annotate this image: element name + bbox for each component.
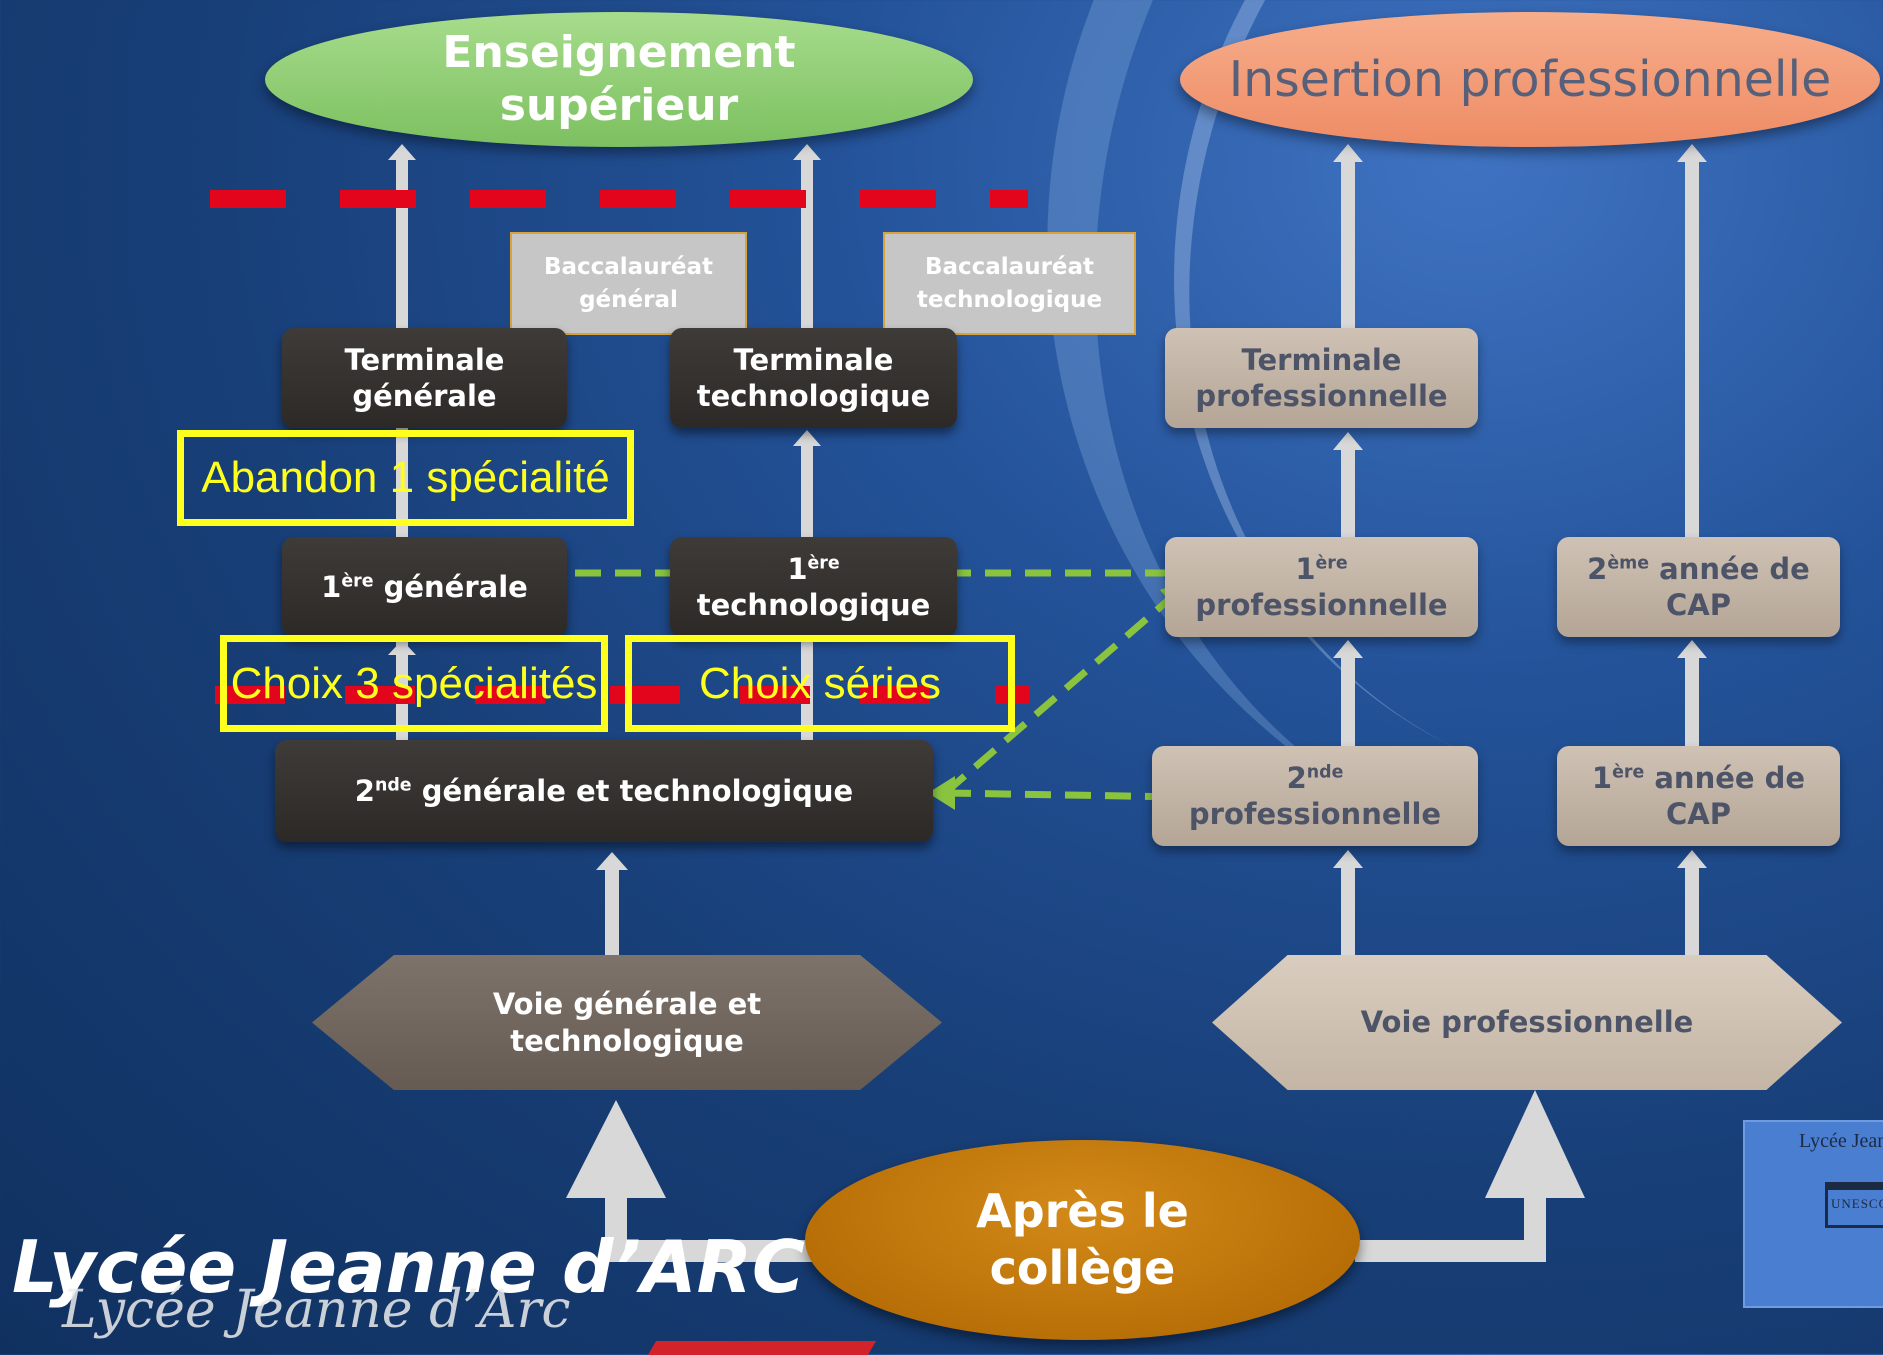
seconde-pro-sup: nde	[1306, 762, 1344, 783]
terminale-pro-line1: Terminale	[1241, 342, 1402, 377]
premiere-pro-sup: ère	[1315, 553, 1348, 574]
professional-insertion-label: Insertion professionnelle	[1228, 51, 1832, 108]
premiere-pro-line2: professionnelle	[1195, 588, 1448, 622]
arrow-terminale-techno-up	[801, 160, 813, 330]
bac-general-scroll: Baccalauréat général	[510, 232, 747, 335]
arrow-abandon-shaft	[396, 420, 408, 540]
premiere-techno-box: 1ère technologique	[670, 537, 957, 637]
dashed-passerelles	[495, 569, 1186, 801]
higher-education-oval: Enseignement supérieur	[265, 12, 973, 147]
seconde-gt-num: 2	[354, 773, 375, 808]
seconde-gt-label: 2nde générale et technologique	[355, 773, 853, 809]
professional-insertion-oval: Insertion professionnelle	[1180, 12, 1880, 147]
premiere-techno-sup: ère	[807, 553, 840, 574]
premiere-generale-sup: ère	[341, 571, 374, 592]
premiere-pro-line1: 1ère	[1295, 551, 1347, 587]
terminale-generale-line2: générale	[352, 379, 497, 413]
bac-techno-scroll: Baccalauréat technologique	[883, 232, 1136, 335]
terminale-techno-line1: Terminale	[733, 342, 894, 377]
unesco-temple-icon: UNESCO	[1825, 1182, 1883, 1228]
apres-college-oval: Après le collège	[805, 1140, 1360, 1340]
terminale-generale-line1: Terminale	[344, 342, 505, 377]
bac-techno-label: Baccalauréat technologique	[916, 254, 1103, 313]
premiere-techno-line1: 1ère	[787, 551, 839, 587]
choix-specialites-label: Choix 3 spécialités	[230, 658, 598, 708]
terminale-techno-line2: technologique	[696, 379, 931, 413]
cap-year1-text: année de	[1644, 760, 1806, 795]
cap-year2-text: année de	[1649, 551, 1810, 586]
premiere-generale-box: 1ère générale	[282, 537, 567, 637]
school-logo-main: Lycée Jeanne d’ARC	[12, 1225, 805, 1309]
cap-year1-num: 1	[1591, 760, 1613, 795]
premiere-generale-num: 1	[321, 569, 342, 604]
bac-general-label: Baccalauréat général	[543, 254, 714, 313]
choix-specialites-box: Choix 3 spécialités	[220, 635, 608, 732]
abandon-specialite-box: Abandon 1 spécialité	[177, 430, 634, 526]
choix-series-label: Choix séries	[698, 658, 942, 708]
seconde-gt-text: générale et technologique	[411, 773, 854, 808]
cap-year1-sup: ère	[1612, 762, 1645, 783]
voie-pro-hexagon: Voie professionnelle	[1212, 955, 1842, 1090]
cap-year1-line2: CAP	[1666, 797, 1731, 831]
arrow-terminale-generale-up	[396, 160, 408, 330]
abandon-specialite-label: Abandon 1 spécialité	[201, 453, 610, 502]
seconde-pro-box: 2nde professionnelle	[1152, 746, 1478, 846]
terminale-techno-box: Terminale technologique	[670, 328, 957, 428]
unesco-badge: Lycée Jean UNESCO	[1743, 1120, 1883, 1308]
cap-year1-line1: 1ère année de	[1592, 760, 1805, 796]
seconde-pro-num: 2	[1286, 760, 1307, 795]
premiere-generale-label: 1ère générale	[321, 569, 528, 605]
school-logo: Lycée Jeanne d’ARC Lycée Jeanne d’Arc	[12, 1225, 877, 1355]
school-logo-script: Lycée Jeanne d’Arc	[62, 1280, 571, 1340]
logo-red-swoosh	[647, 1341, 877, 1355]
unesco-badge-org: UNESCO	[1830, 1196, 1883, 1211]
terminale-generale-box: Terminale générale	[282, 328, 567, 428]
voie-gt-line1: Voie générale et	[492, 987, 762, 1022]
voie-gt-hexagon: Voie générale et technologique	[312, 955, 942, 1090]
cap-year2-line2: CAP	[1666, 588, 1731, 622]
unesco-badge-title: Lycée Jean	[1799, 1130, 1883, 1152]
seconde-pro-line2: professionnelle	[1188, 797, 1442, 831]
cap-year2-sup: ème	[1607, 553, 1650, 574]
premiere-generale-text: générale	[373, 569, 528, 604]
premiere-pro-box: 1ère professionnelle	[1165, 537, 1478, 637]
cap-year2-line1: 2ème année de	[1587, 551, 1810, 587]
seconde-gt-box: 2nde générale et technologique	[275, 740, 933, 842]
apres-college-line1: Après le	[976, 1183, 1189, 1238]
choix-series-box: Choix séries	[625, 635, 1015, 732]
seconde-gt-sup: nde	[374, 775, 412, 796]
terminale-pro-line2: professionnelle	[1195, 379, 1448, 413]
premiere-techno-line2: technologique	[696, 588, 931, 622]
premiere-pro-num: 1	[1295, 551, 1316, 586]
cap-year2-num: 2	[1587, 551, 1608, 586]
voie-gt-line2: technologique	[510, 1023, 744, 1058]
apres-college-line2: collège	[989, 1241, 1176, 1295]
voie-pro-label: Voie professionnelle	[1360, 1005, 1694, 1040]
cap-year1-box: 1ère année de CAP	[1557, 746, 1840, 846]
terminale-pro-box: Terminale professionnelle	[1165, 328, 1478, 428]
higher-education-label: Enseignement supérieur	[442, 26, 796, 131]
premiere-techno-num: 1	[787, 551, 808, 586]
cap-year2-box: 2ème année de CAP	[1557, 537, 1840, 637]
seconde-pro-line1: 2nde	[1287, 760, 1344, 796]
